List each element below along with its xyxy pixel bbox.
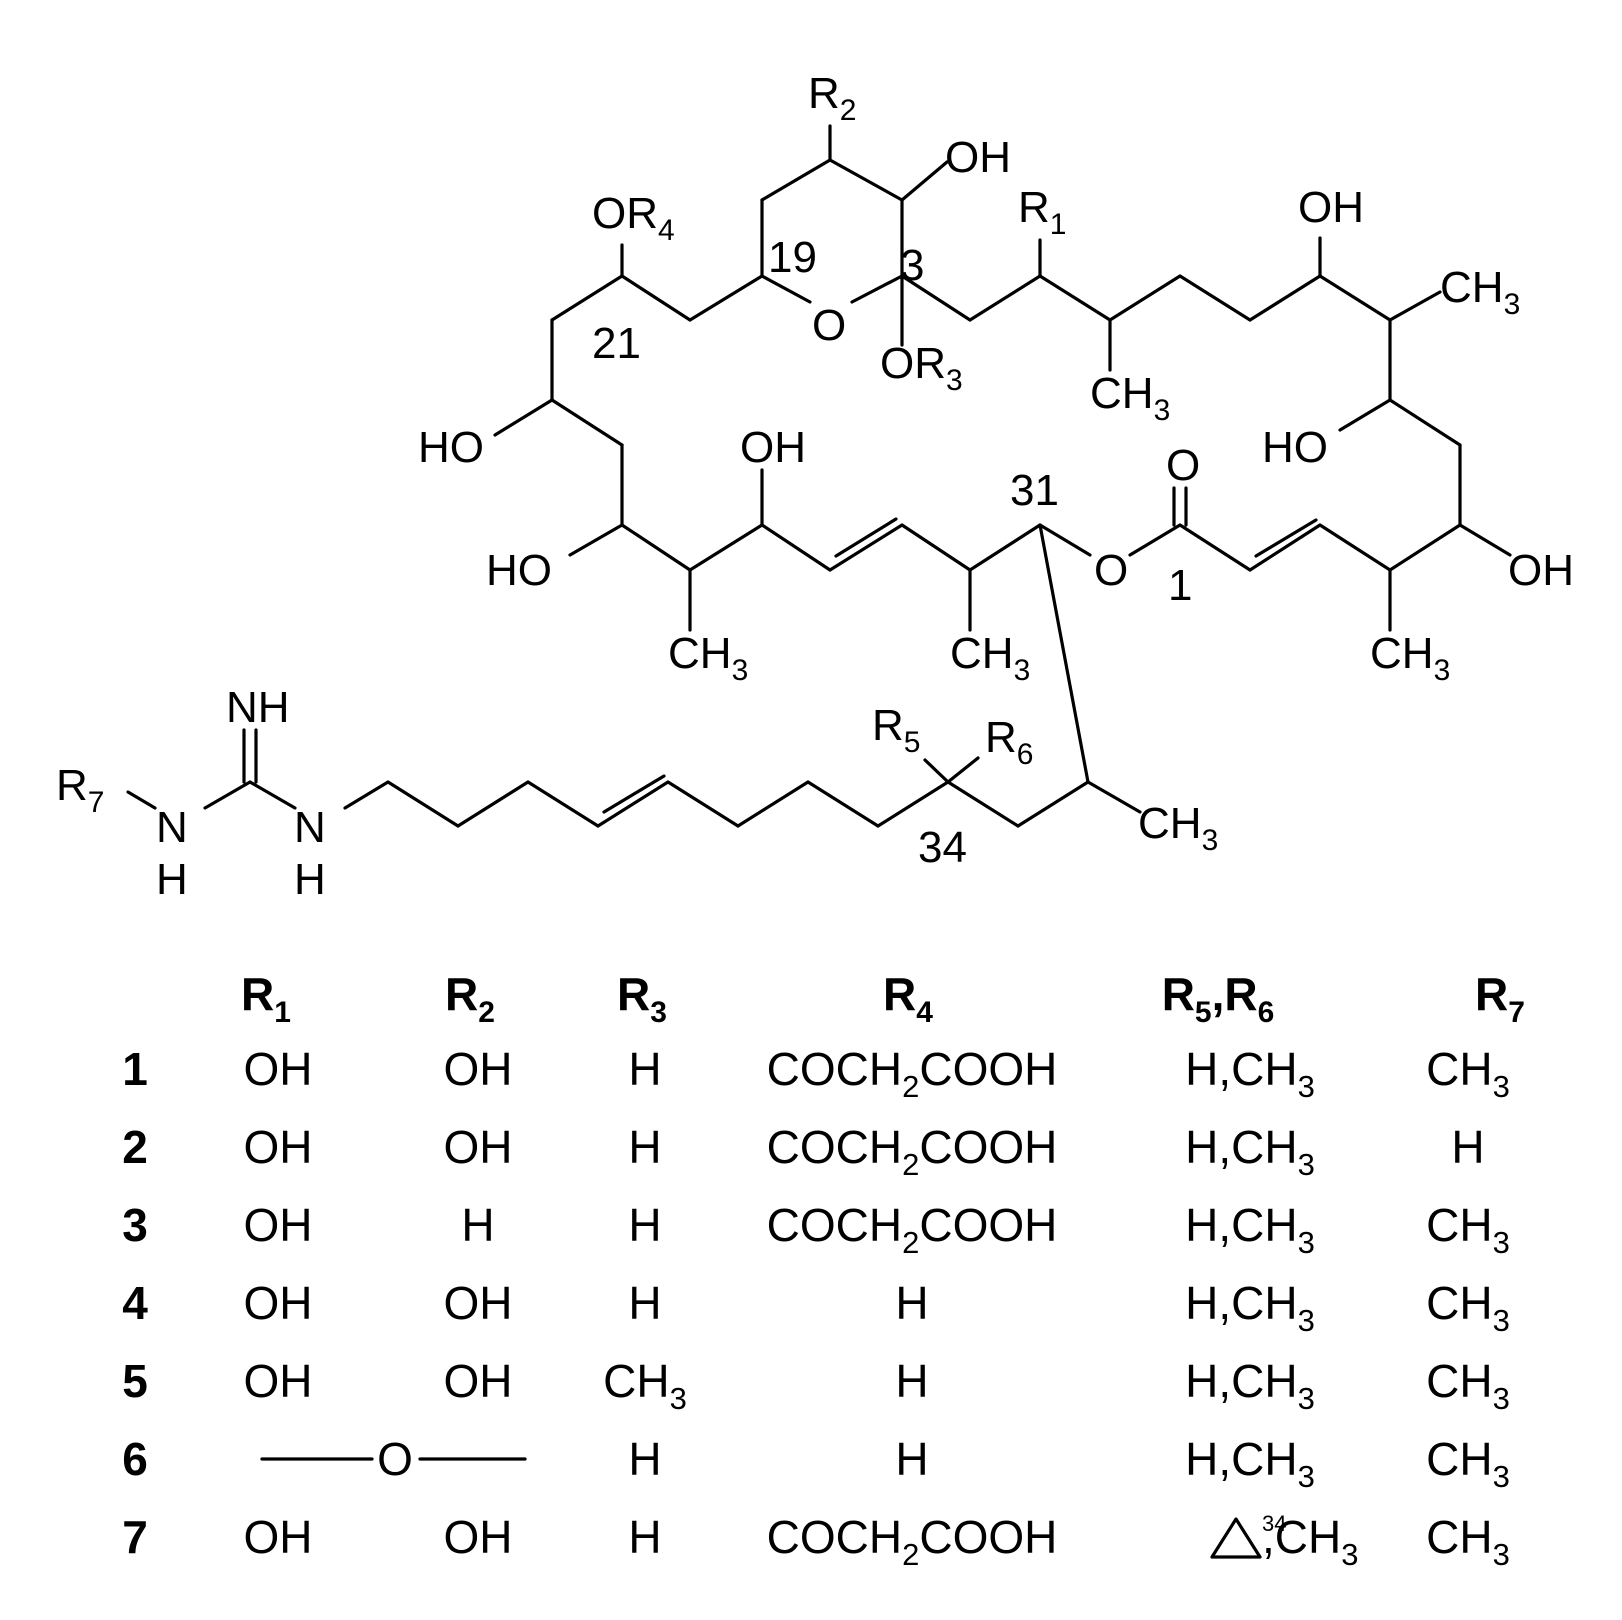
atom-label-oh-mid: OH [740, 423, 806, 472]
table-header-r5r6: R5,R6 [1162, 968, 1275, 1029]
table-cell-r56: ,CH3 [1262, 1511, 1358, 1572]
table-cell-r1: OH [244, 1277, 313, 1329]
atom-label-r1: R1 [1018, 183, 1066, 241]
atom-label-ho-left2: HO [486, 546, 552, 595]
table-cell-r3: H [628, 1121, 661, 1173]
table-cell-r4: COCH2COOH [767, 1121, 1058, 1182]
table-header-r7: R7 [1475, 968, 1525, 1029]
position-label-1: 1 [1168, 561, 1192, 610]
table-cell-r4: COCH2COOH [767, 1043, 1058, 1104]
table-cell-r2: H [461, 1199, 494, 1251]
table-cell-r56: H,CH3 [1185, 1199, 1315, 1260]
table-compound-number: 5 [122, 1355, 148, 1407]
table-cell-r1: OH [244, 1355, 313, 1407]
atom-label-ester-o: O [1094, 546, 1128, 595]
table-compound-number: 3 [122, 1199, 148, 1251]
table-cell-r56: H,CH3 [1185, 1043, 1315, 1104]
atom-label-ring-o: O [812, 301, 846, 350]
table-cell-r56: H,CH3 [1185, 1355, 1315, 1416]
position-label-34: 34 [918, 823, 967, 872]
atom-label-ho-right: HO [1262, 423, 1328, 472]
atom-label-h-right: H [294, 855, 326, 904]
table-cell-r3: H [628, 1043, 661, 1095]
position-label-3: 3 [900, 241, 924, 290]
table-cell-r2: OH [444, 1277, 513, 1329]
table-compound-number: 7 [122, 1511, 148, 1563]
table-cell-r2: OH [444, 1121, 513, 1173]
table-cell-r1: OH [244, 1121, 313, 1173]
atom-label-ch3-right-top: CH3 [1440, 263, 1520, 321]
atom-label-ch3-low3: CH3 [1370, 629, 1450, 687]
position-label-19: 19 [768, 233, 817, 282]
table-cell-r7: CH3 [1426, 1043, 1510, 1104]
atom-label-oh-right-top: OH [1298, 183, 1364, 232]
table-cell-r7: CH3 [1426, 1199, 1510, 1260]
atom-label-ch3-low2: CH3 [950, 629, 1030, 687]
table-cell-r7: CH3 [1426, 1277, 1510, 1338]
atom-label-n-right: N [294, 803, 326, 852]
table-cell-r1: OH [244, 1199, 313, 1251]
bond-skeleton [126, 124, 1512, 828]
atom-label-r5: R5 [872, 701, 920, 759]
atom-label-or3: OR3 [880, 339, 963, 397]
atom-label-oh-top: OH [945, 133, 1011, 182]
atom-label-r2: R2 [808, 69, 856, 127]
atom-label-r7: R7 [56, 761, 104, 819]
table-header-r4: R4 [883, 968, 933, 1029]
table-cell-r3: H [628, 1199, 661, 1251]
table-cell-r3: H [628, 1277, 661, 1329]
table-cell-r56: H,CH3 [1185, 1433, 1315, 1494]
table-cell-r2: OH [444, 1511, 513, 1563]
delta-icon [1210, 1517, 1262, 1559]
table-cell-r1: OH [244, 1043, 313, 1095]
atom-label-or4: OR4 [592, 189, 675, 247]
table-cell-r2: OH [444, 1043, 513, 1095]
atom-label-h-left: H [156, 855, 188, 904]
table-compound-number: 2 [122, 1121, 148, 1173]
table-compound-number: 1 [122, 1043, 148, 1095]
table-cell-r56-delta-superscript: 34 [1262, 1511, 1286, 1536]
position-label-31: 31 [1010, 466, 1059, 515]
table-header-r1: R1 [241, 968, 291, 1029]
table-cell-r4: H [895, 1355, 928, 1407]
table-cell-r4: COCH2COOH [767, 1511, 1058, 1572]
table-cell-r1: OH [244, 1511, 313, 1563]
atom-label-r6: R6 [985, 713, 1033, 771]
table-cell-r7: H [1451, 1121, 1484, 1173]
table-cell-r3: CH3 [603, 1355, 687, 1416]
table-cell-r2: OH [444, 1355, 513, 1407]
table-cell-r7: CH3 [1426, 1511, 1510, 1572]
table-cell-r4: COCH2COOH [767, 1199, 1058, 1260]
table-cell-r56: H,CH3 [1185, 1277, 1315, 1338]
table-header-r2: R2 [445, 968, 495, 1029]
table-compound-number: 6 [122, 1433, 148, 1485]
atom-label-oh-right: OH [1508, 546, 1574, 595]
atom-label-carbonyl-o: O [1166, 441, 1200, 490]
table-cell-r3: H [628, 1433, 661, 1485]
table-compound-number: 4 [122, 1277, 148, 1329]
atom-label-ch3-tail: CH3 [1138, 799, 1218, 857]
atom-label-nh-imine: NH [226, 683, 290, 732]
atom-label-ch3-mid: CH3 [1090, 369, 1170, 427]
atom-label-ch3-low1: CH3 [668, 629, 748, 687]
table-cell-r1r2-bridge: O [377, 1433, 413, 1485]
table-header-r3: R3 [617, 968, 667, 1029]
atom-label-n-left: N [156, 803, 188, 852]
table-cell-r7: CH3 [1426, 1355, 1510, 1416]
table-cell-r4: H [895, 1433, 928, 1485]
table-cell-r7: CH3 [1426, 1433, 1510, 1494]
table-cell-r4: H [895, 1277, 928, 1329]
atom-labels: R2 OH OR4 R1 OH CH3 19 3 21 O OR3 CH3 HO… [56, 69, 1574, 904]
atom-label-ho-left1: HO [418, 423, 484, 472]
position-label-21: 21 [592, 319, 641, 368]
table-cell-r3: H [628, 1511, 661, 1563]
table-cell-r56: H,CH3 [1185, 1121, 1315, 1182]
